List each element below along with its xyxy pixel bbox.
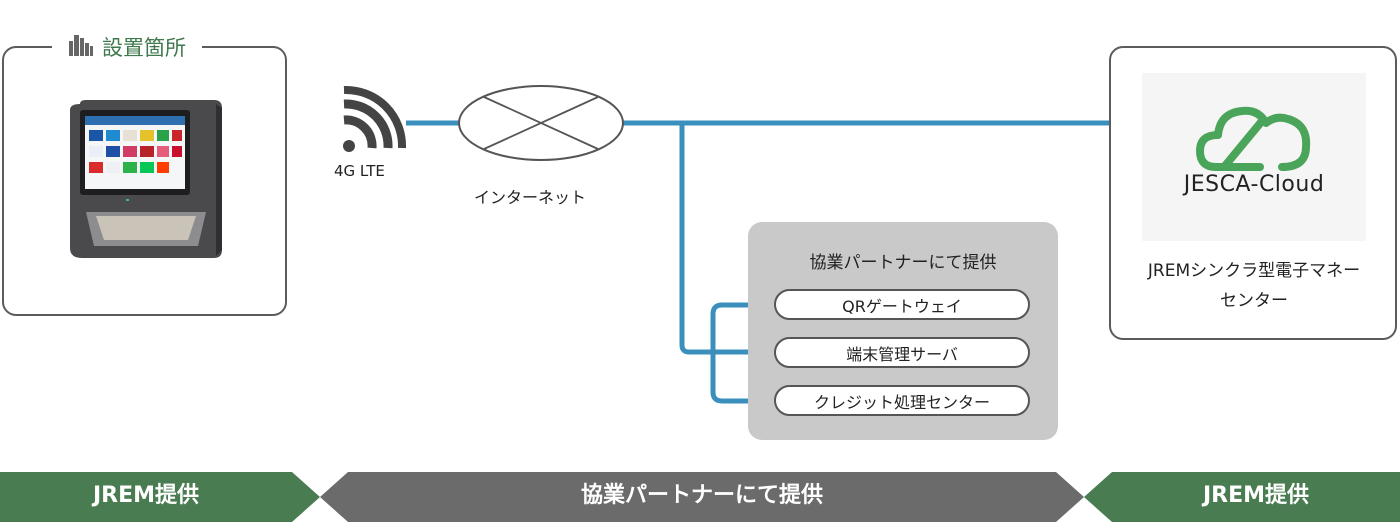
bottom-label-middle: 協業パートナーにて提供 (580, 483, 823, 508)
qr-gateway-label: QRゲートウェイ (842, 296, 962, 316)
install-title-text: 設置箇所 (102, 36, 186, 60)
lte-label: 4G LTE (334, 162, 385, 180)
bottom-bar-middle (320, 472, 1084, 522)
signal-icon (343, 85, 407, 152)
cloud-caption-line1: JREMシンクラ型電子マネー (1147, 261, 1361, 281)
cloud-center-caption: JREMシンクラ型電子マネー センター (1112, 256, 1396, 316)
bottom-bar-left (0, 472, 320, 522)
internet-label: インターネット (474, 188, 587, 207)
qr-gateway-pill: QRゲートウェイ (774, 289, 1030, 320)
payment-terminal-image (66, 100, 224, 260)
cloud-center-box (1109, 46, 1397, 340)
partner-title: 協業パートナーにて提供 (809, 253, 997, 273)
cloud-logo-text: JESCA-Cloud (1183, 172, 1325, 197)
bottom-label-right: JREM提供 (1202, 483, 1310, 508)
install-location-title: 設置箇所 (52, 30, 202, 64)
internet-icon (458, 85, 624, 161)
cloud-caption-line2: センター (1220, 291, 1288, 311)
line-bracket-left (710, 302, 776, 404)
bottom-label-left: JREM提供 (92, 483, 200, 508)
line-branch-partner (679, 123, 776, 355)
terminal-server-pill: 端末管理サーバ (774, 337, 1030, 368)
bottom-bar-right (1084, 472, 1400, 522)
cloud-logo-panel (1142, 73, 1366, 241)
cloud-logo-icon (1196, 106, 1311, 171)
credit-center-label: クレジット処理センター (813, 392, 990, 412)
terminal-server-label: 端末管理サーバ (846, 344, 958, 364)
building-icon (68, 33, 94, 62)
credit-center-pill: クレジット処理センター (774, 385, 1030, 416)
